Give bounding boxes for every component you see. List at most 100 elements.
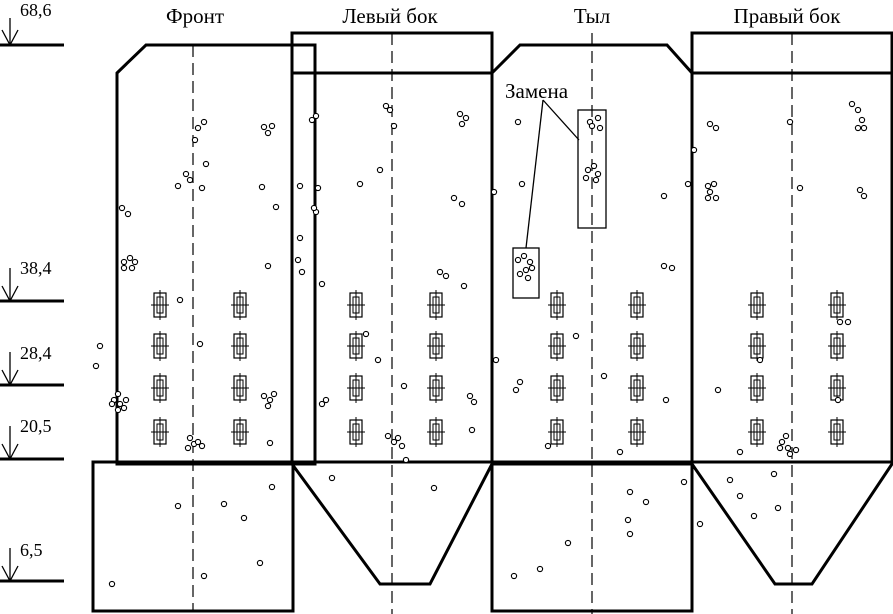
burner-symbol: [548, 290, 566, 320]
burner-symbol: [628, 373, 646, 403]
burner-symbol: [748, 373, 766, 403]
measurement-point: [220, 500, 228, 508]
measurement-point: [398, 442, 406, 450]
measurement-point: [848, 100, 856, 108]
measurement-point: [384, 432, 392, 440]
burner-symbol: [427, 331, 445, 361]
measurement-point: [131, 258, 139, 266]
measurement-point: [312, 112, 320, 120]
measurement-point: [510, 572, 518, 580]
measurement-point: [690, 146, 698, 154]
measurement-point: [710, 180, 718, 188]
measurement-point: [776, 444, 784, 452]
measurement-point: [191, 136, 199, 144]
measurement-point: [394, 434, 402, 442]
measurement-point: [590, 162, 598, 170]
measurement-point: [174, 182, 182, 190]
burner-symbol: [151, 290, 169, 320]
elevation-label: 28,4: [20, 343, 52, 363]
measurement-point: [518, 180, 526, 188]
burner-symbol: [828, 331, 846, 361]
measurement-point: [400, 382, 408, 390]
measurement-point: [668, 264, 676, 272]
measurement-point: [544, 442, 552, 450]
measurement-point: [296, 234, 304, 242]
burner-symbol: [828, 417, 846, 447]
measurement-point: [466, 392, 474, 400]
burner-symbol: [231, 373, 249, 403]
burner-symbol: [347, 373, 365, 403]
measurement-point: [202, 160, 210, 168]
measurement-point: [624, 516, 632, 524]
elevation-68-6: 68,6: [0, 0, 64, 47]
left-side-hopper: [290, 460, 494, 586]
measurement-point: [582, 174, 590, 182]
measurement-point: [736, 492, 744, 500]
measurement-point: [770, 470, 778, 478]
measurement-point: [834, 396, 842, 404]
measurement-point: [318, 280, 326, 288]
right-side-panel: [690, 31, 893, 614]
measurement-point: [784, 444, 792, 452]
measurement-point: [792, 446, 800, 454]
measurement-point: [272, 203, 280, 211]
measurement-point: [684, 180, 692, 188]
measurement-point: [194, 124, 202, 132]
measurement-point: [264, 129, 272, 137]
measurement-point: [706, 188, 714, 196]
replacement-label: Замена: [505, 79, 569, 103]
elevation-20-5: 20,5: [0, 416, 64, 461]
measurement-point: [362, 330, 370, 338]
measurement-point: [328, 474, 336, 482]
panel-title-front: Фронт: [166, 4, 224, 28]
measurement-point: [198, 184, 206, 192]
measurement-point: [256, 559, 264, 567]
measurement-point: [714, 386, 722, 394]
measurement-point: [512, 386, 520, 394]
measurement-point: [594, 114, 602, 122]
measurement-point: [314, 184, 322, 192]
measurement-point: [296, 182, 304, 190]
measurement-point: [844, 318, 852, 326]
measurement-point: [662, 396, 670, 404]
burner-symbol: [628, 331, 646, 361]
measurement-point: [778, 438, 786, 446]
measurement-point: [596, 124, 604, 132]
burner-symbol: [347, 417, 365, 447]
burner-symbol: [628, 417, 646, 447]
measurement-point: [120, 264, 128, 272]
measurement-point: [660, 192, 668, 200]
measurement-point: [642, 498, 650, 506]
burner-symbol: [231, 331, 249, 361]
measurement-point: [536, 565, 544, 573]
burner-symbol: [828, 290, 846, 320]
burner-symbol: [748, 290, 766, 320]
measurement-point: [516, 270, 524, 278]
measurement-point: [430, 484, 438, 492]
measurement-point: [120, 404, 128, 412]
burner-symbol: [548, 417, 566, 447]
measurement-point: [266, 439, 274, 447]
measurement-point: [176, 296, 184, 304]
measurement-point: [298, 268, 306, 276]
measurement-point: [858, 116, 866, 124]
measurement-point: [198, 442, 206, 450]
measurement-point: [736, 448, 744, 456]
measurement-point: [200, 118, 208, 126]
measurement-point: [258, 183, 266, 191]
elevation-label: 20,5: [20, 416, 52, 436]
burner-symbol: [548, 373, 566, 403]
measurement-point: [386, 106, 394, 114]
elevation-markers: 68,6 38,4 28,4 20,5 6,5: [0, 0, 64, 583]
measurement-point: [194, 438, 202, 446]
right-side-hopper: [690, 460, 893, 586]
measurement-point: [116, 400, 124, 408]
measurement-point: [470, 398, 478, 406]
measurement-point: [680, 478, 688, 486]
measurement-point: [390, 438, 398, 446]
measurement-point: [390, 122, 398, 130]
measurement-point: [376, 166, 384, 174]
measurement-point: [524, 274, 532, 282]
measurement-point: [522, 266, 530, 274]
